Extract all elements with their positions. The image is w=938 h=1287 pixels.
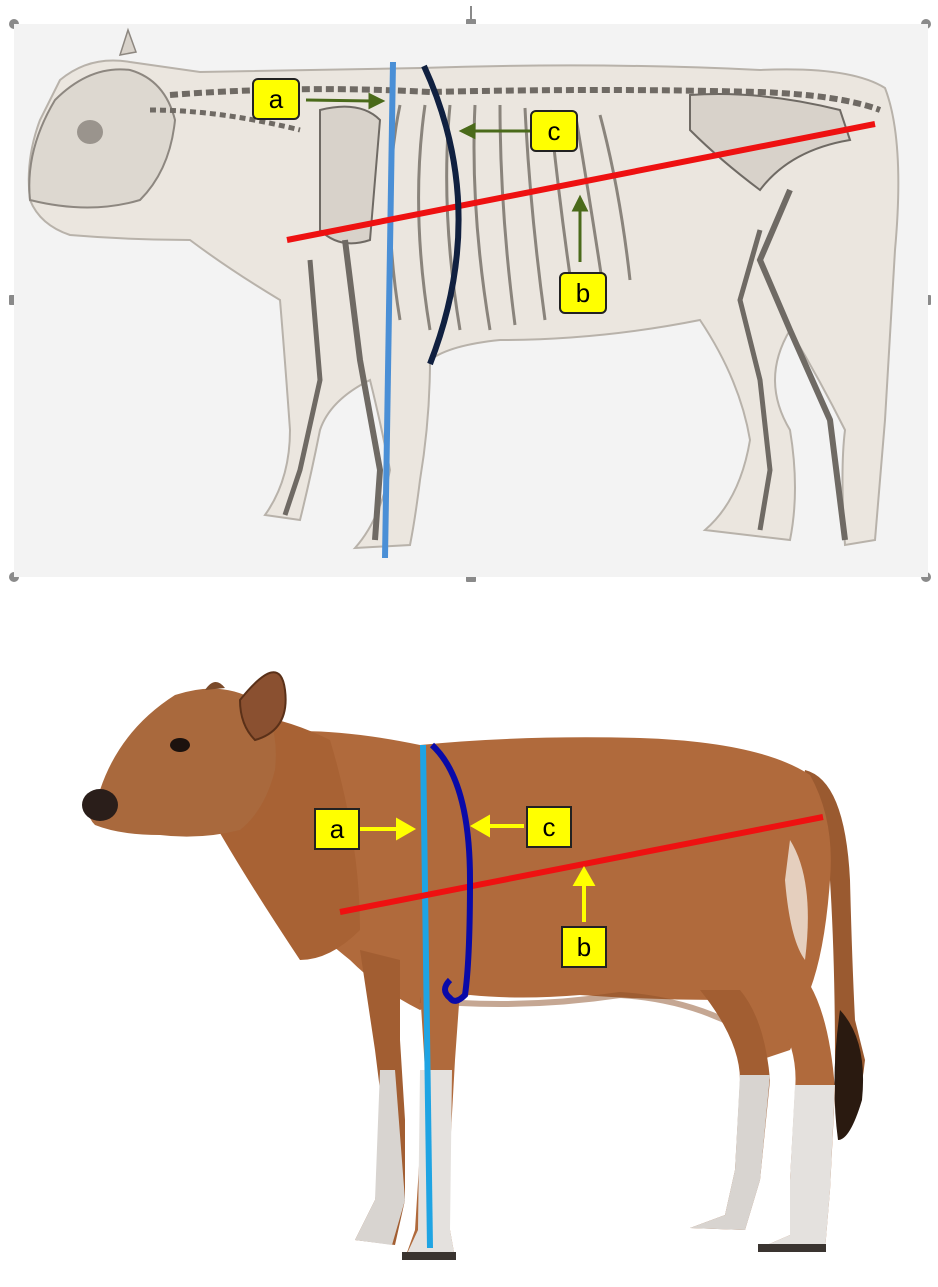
bottom-label-c: c [526, 806, 572, 848]
horn [120, 30, 136, 55]
eye-socket [77, 120, 103, 144]
cow-horn-bud [205, 682, 225, 690]
top-label-b: b [559, 272, 607, 314]
cow-muzzle [82, 789, 118, 821]
bottom-label-b: b [561, 926, 607, 968]
cow-eye [170, 738, 190, 752]
top-label-a: a [252, 78, 300, 120]
cow-photo-illustration [82, 672, 865, 1260]
cow-tail-tuft [834, 1010, 863, 1140]
top-label-c: c [530, 110, 578, 152]
cow-skeleton-illustration [29, 30, 899, 548]
bottom-label-a: a [314, 808, 360, 850]
top-arrow-a [306, 100, 372, 101]
